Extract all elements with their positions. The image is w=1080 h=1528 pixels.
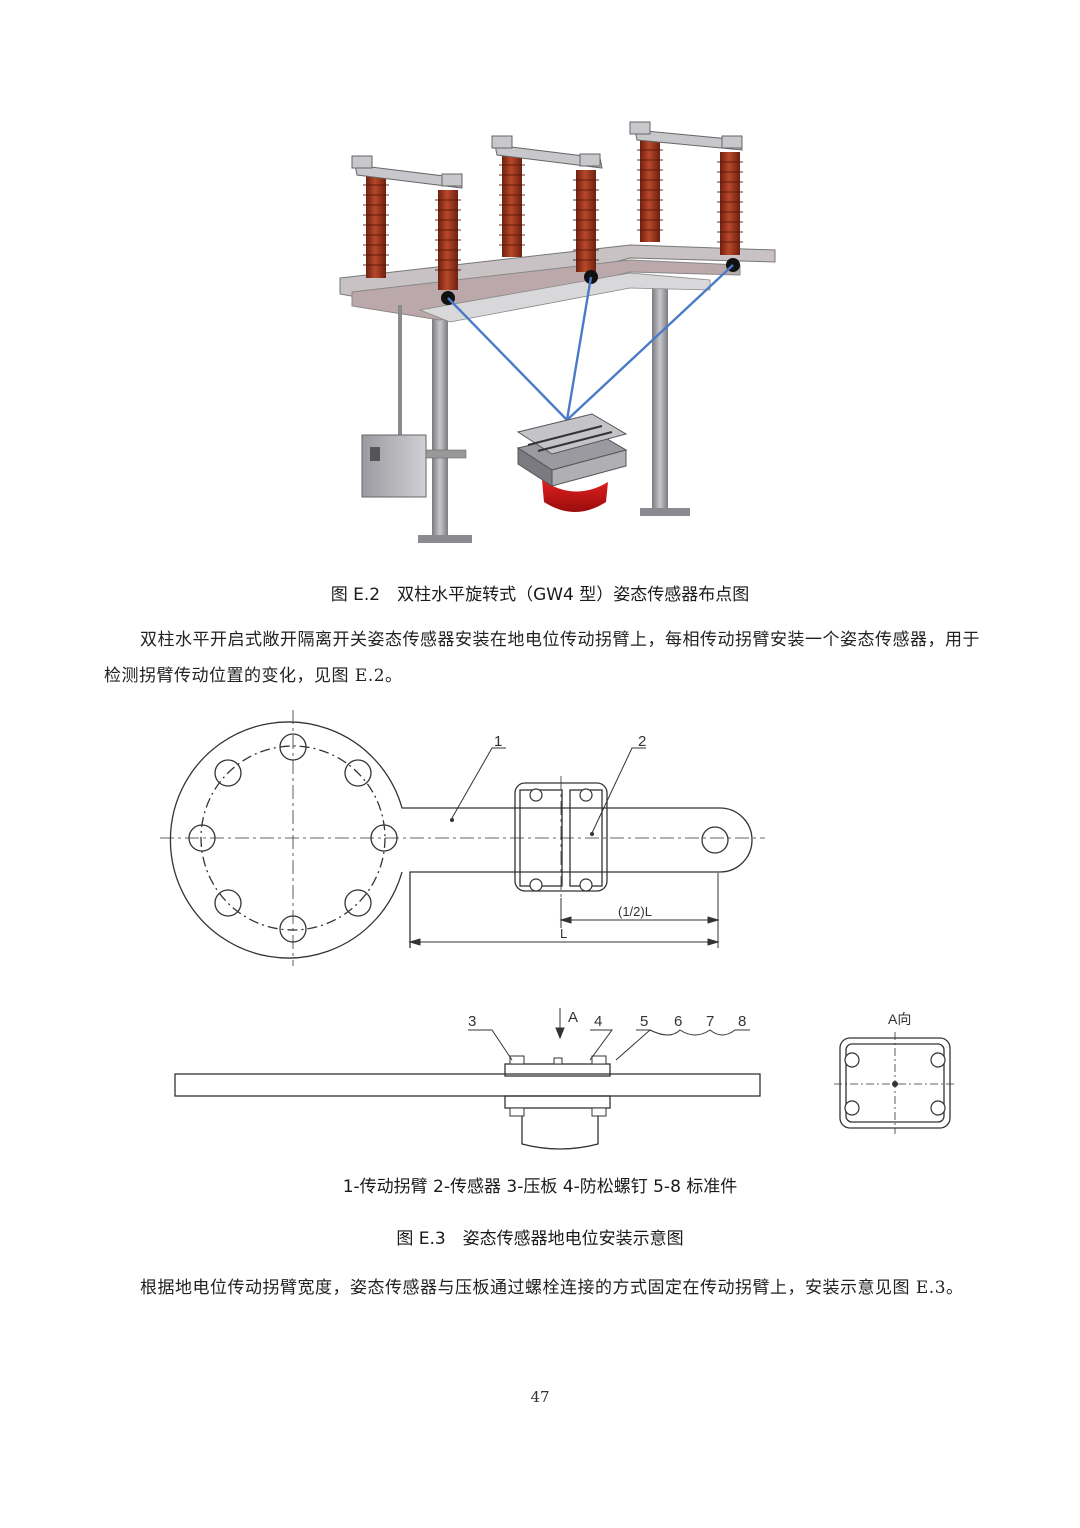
a-view-label: A向 [888,1011,911,1027]
crank-arm-side-view: A 3 4 5 6 7 8 [174,1008,761,1150]
paragraph-1: 双柱水平开启式敞开隔离开关姿态传感器安装在地电位传动拐臂上，每相传动拐臂安装一个… [104,622,980,694]
page-number: 47 [530,1388,550,1406]
operating-rod [398,305,402,435]
figure-e3-legend: 1-传动拐臂 2-传感器 3-压板 4-防松螺钉 5-8 标准件 [342,1177,738,1197]
paragraph-1-text: 双柱水平开启式敞开隔离开关姿态传感器安装在地电位传动拐臂上，每相传动拐臂安装一个… [104,630,980,686]
callout-8: 8 [738,1013,746,1030]
paragraph-2-text: 根据地电位传动拐臂宽度，姿态传感器与压板通过螺栓连接的方式固定在传动拐臂上，安装… [140,1278,964,1298]
insulators [366,140,740,290]
dim-full-label: L [560,926,567,941]
callout-5: 5 [640,1013,648,1030]
figure-e2-caption: 图 E.2 双柱水平旋转式（GW4 型）姿态传感器布点图 [330,585,750,605]
signal-lines [447,264,734,421]
control-box [361,434,427,498]
callout-7: 7 [706,1013,714,1030]
callout-2: 2 [638,733,646,750]
post-base-right [640,508,690,516]
callout-1: 1 [494,733,502,750]
sensor-closeup [516,413,628,512]
support-post-right [652,280,668,510]
plate-bolts [529,788,593,892]
view-arrow-label: A [568,1009,578,1026]
arm-end-hole [701,826,729,854]
post-base-left [418,535,472,543]
side-arm-bar [174,1073,761,1097]
contact-arms [351,121,743,189]
isolator-3d-illustration [339,121,776,543]
crank-arm-outline [169,721,753,959]
side-sensor-body [521,1108,599,1150]
crank-arm-plan-view: 1 2 (1/2)L L [160,710,765,966]
dim-half-label: (1/2)L [618,904,652,919]
callout-3: 3 [468,1013,476,1030]
callout-6: 6 [674,1013,682,1030]
figure-e3-caption: 图 E.3 姿态传感器地电位安装示意图 [396,1229,684,1249]
support-post-left [432,310,448,535]
control-box-latch [370,447,380,461]
side-bottom-plate [504,1095,611,1109]
paragraph-2: 根据地电位传动拐臂宽度，姿态传感器与压板通过螺栓连接的方式固定在传动拐臂上，安装… [104,1270,980,1306]
a-direction-view: A向 [834,1011,956,1134]
callout-4: 4 [594,1013,602,1030]
